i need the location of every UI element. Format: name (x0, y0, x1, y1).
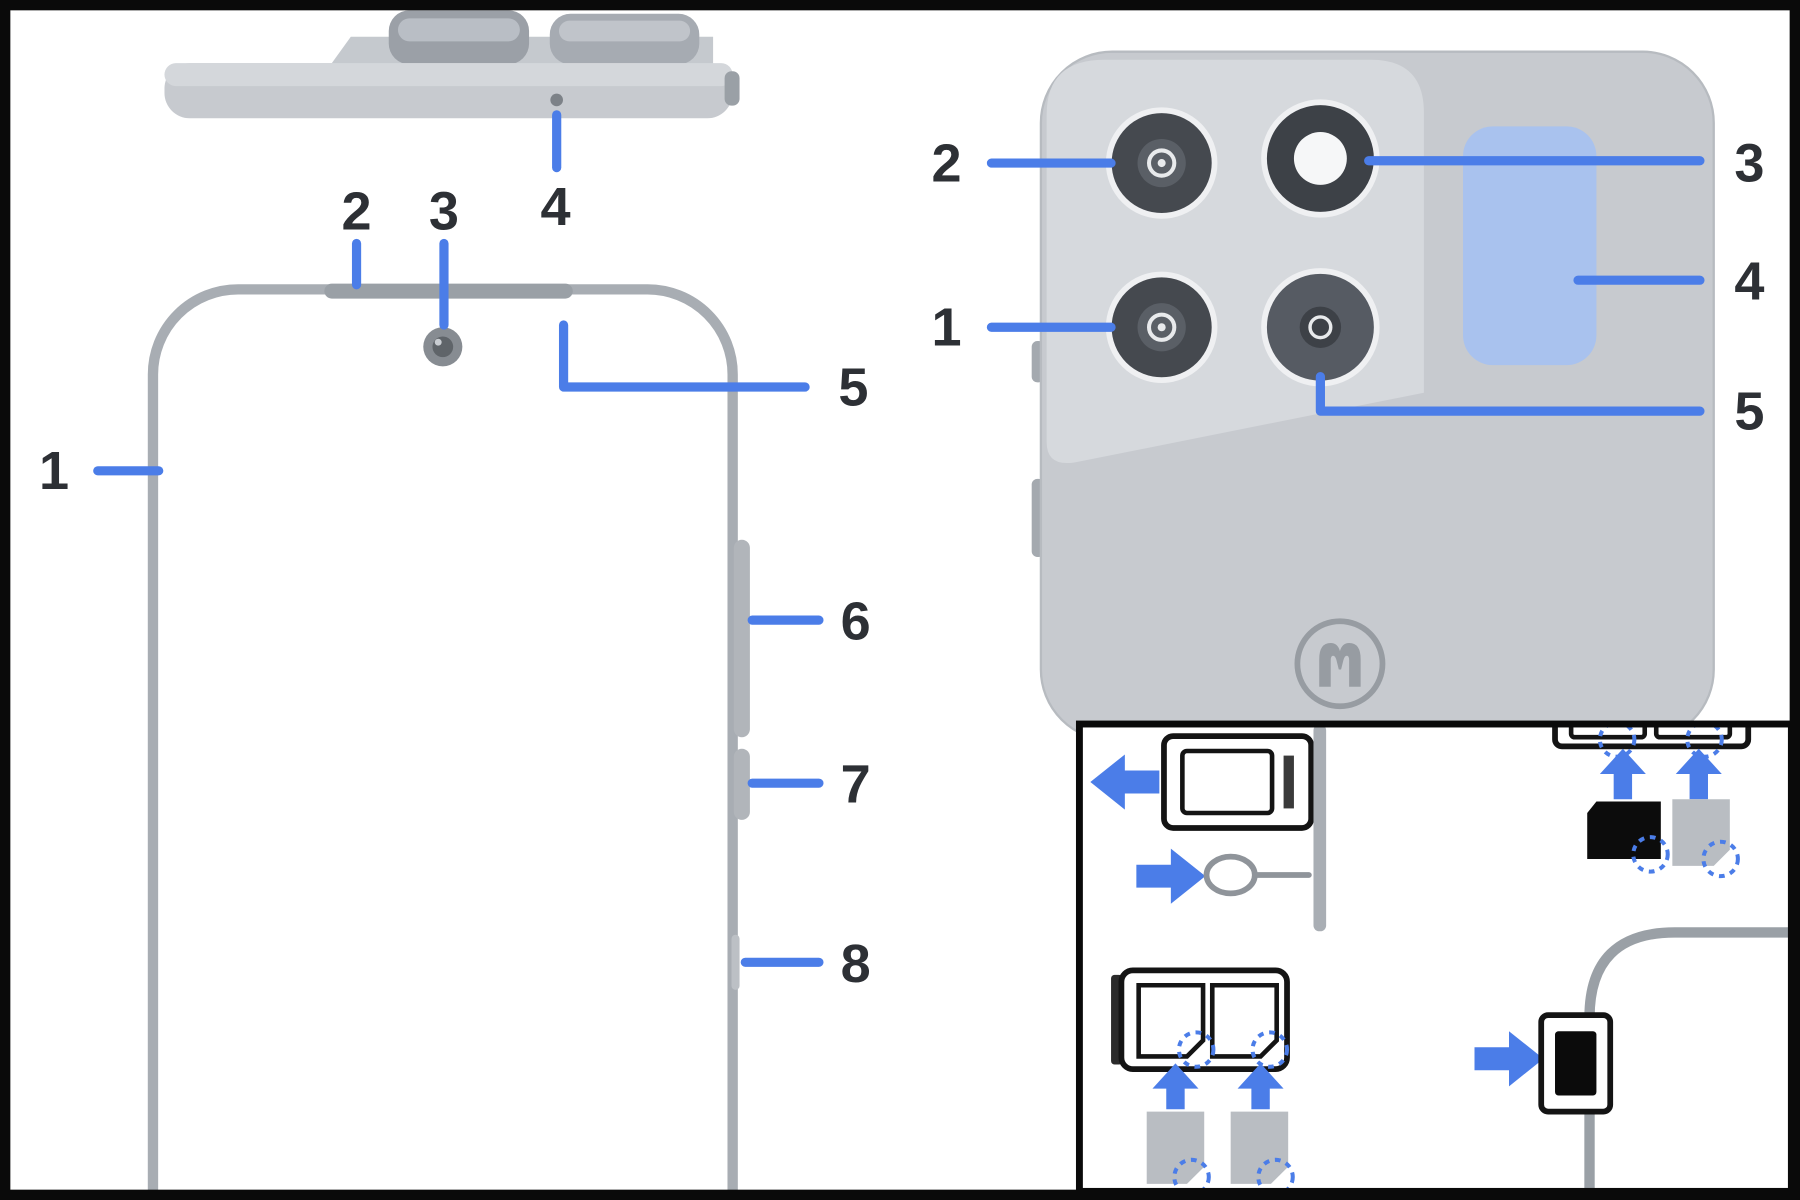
power-button (733, 748, 750, 820)
camera-bump-right-highlight (558, 20, 691, 42)
motorola-logo-icon (1294, 618, 1386, 710)
sim-eject-tool (1203, 853, 1312, 897)
top-microphone-hole (550, 93, 564, 107)
callout-label-3: 3 (429, 182, 459, 242)
tray-slot-1 (1136, 982, 1206, 1059)
front-body-outline (147, 284, 738, 1200)
camera-module-plate (1046, 59, 1424, 464)
tray-insert-step (1474, 927, 1792, 1192)
callout-label-1: 1 (39, 441, 69, 501)
callout-label-4: 4 (540, 177, 570, 237)
back-callout-line-5 (1315, 372, 1705, 416)
sim-instructions-inset (1075, 720, 1795, 1195)
volume-button (733, 539, 750, 738)
dual-sim-insert-step (1111, 967, 1295, 1192)
callout-label-6: 6 (841, 592, 871, 652)
nano-sim-card (1146, 1111, 1205, 1184)
sim-tray-pocket (1180, 748, 1275, 816)
top-edge-side-button (724, 71, 740, 106)
phone-top-edge-view (164, 10, 740, 119)
arrow-right-icon (1136, 848, 1206, 904)
callout-line-5 (558, 320, 810, 392)
front-view-callouts: 2 3 4 1 5 6 7 8 (39, 110, 871, 994)
rear-camera-3 (1261, 99, 1380, 218)
notch-marker-circle (1172, 1157, 1211, 1192)
notch-marker-circle (1631, 835, 1670, 874)
nano-sim-card (1230, 1111, 1289, 1184)
microsd-card (1587, 801, 1661, 859)
sim-tray-slot-mark (731, 934, 740, 990)
phone-back-view (1031, 50, 1715, 742)
sim-tray-plug (1283, 755, 1294, 809)
tray-slot-2 (1209, 982, 1279, 1059)
front-camera (423, 327, 463, 367)
back-callout-label-4: 4 (1734, 252, 1764, 312)
rear-camera-5 (1261, 268, 1380, 387)
notch-marker-circle (1250, 1030, 1290, 1069)
back-callout-label-5: 5 (1734, 382, 1764, 442)
nano-sim-card (1672, 799, 1730, 866)
phone-corner-fill (1589, 932, 1792, 1192)
back-callout-label-3: 3 (1734, 133, 1764, 193)
top-edge-highlight (164, 63, 733, 87)
card-insert-step-cards (1587, 748, 1740, 879)
arrow-up-icon (1599, 748, 1646, 800)
back-view-callouts: 2 1 3 4 5 (932, 133, 1765, 441)
arrow-right-icon (1474, 1031, 1544, 1087)
rear-camera-1 (1105, 271, 1218, 383)
sim-chip (1555, 1031, 1597, 1096)
callout-label-2: 2 (342, 182, 372, 242)
camera-bump-left-highlight (397, 18, 520, 42)
phone-edge-bar (1313, 724, 1327, 932)
callout-label-5: 5 (838, 357, 868, 417)
back-callout-label-1: 1 (932, 298, 962, 358)
arrow-up-icon (1675, 748, 1722, 800)
rear-camera-2 (1105, 107, 1218, 219)
phone-corner-outline (1584, 927, 1792, 1192)
back-callout-label-2: 2 (932, 133, 962, 193)
notch-marker-circle (1701, 839, 1740, 879)
arrow-up-icon (1237, 1063, 1284, 1110)
callout-label-7: 7 (841, 755, 871, 815)
flash-sensor-window (1463, 126, 1597, 366)
callout-label-8: 8 (841, 934, 871, 994)
notch-marker-circle (1256, 1157, 1295, 1192)
notch-marker-circle (1176, 1030, 1216, 1069)
arrow-up-icon (1152, 1063, 1199, 1110)
phone-front-view (147, 283, 750, 1200)
